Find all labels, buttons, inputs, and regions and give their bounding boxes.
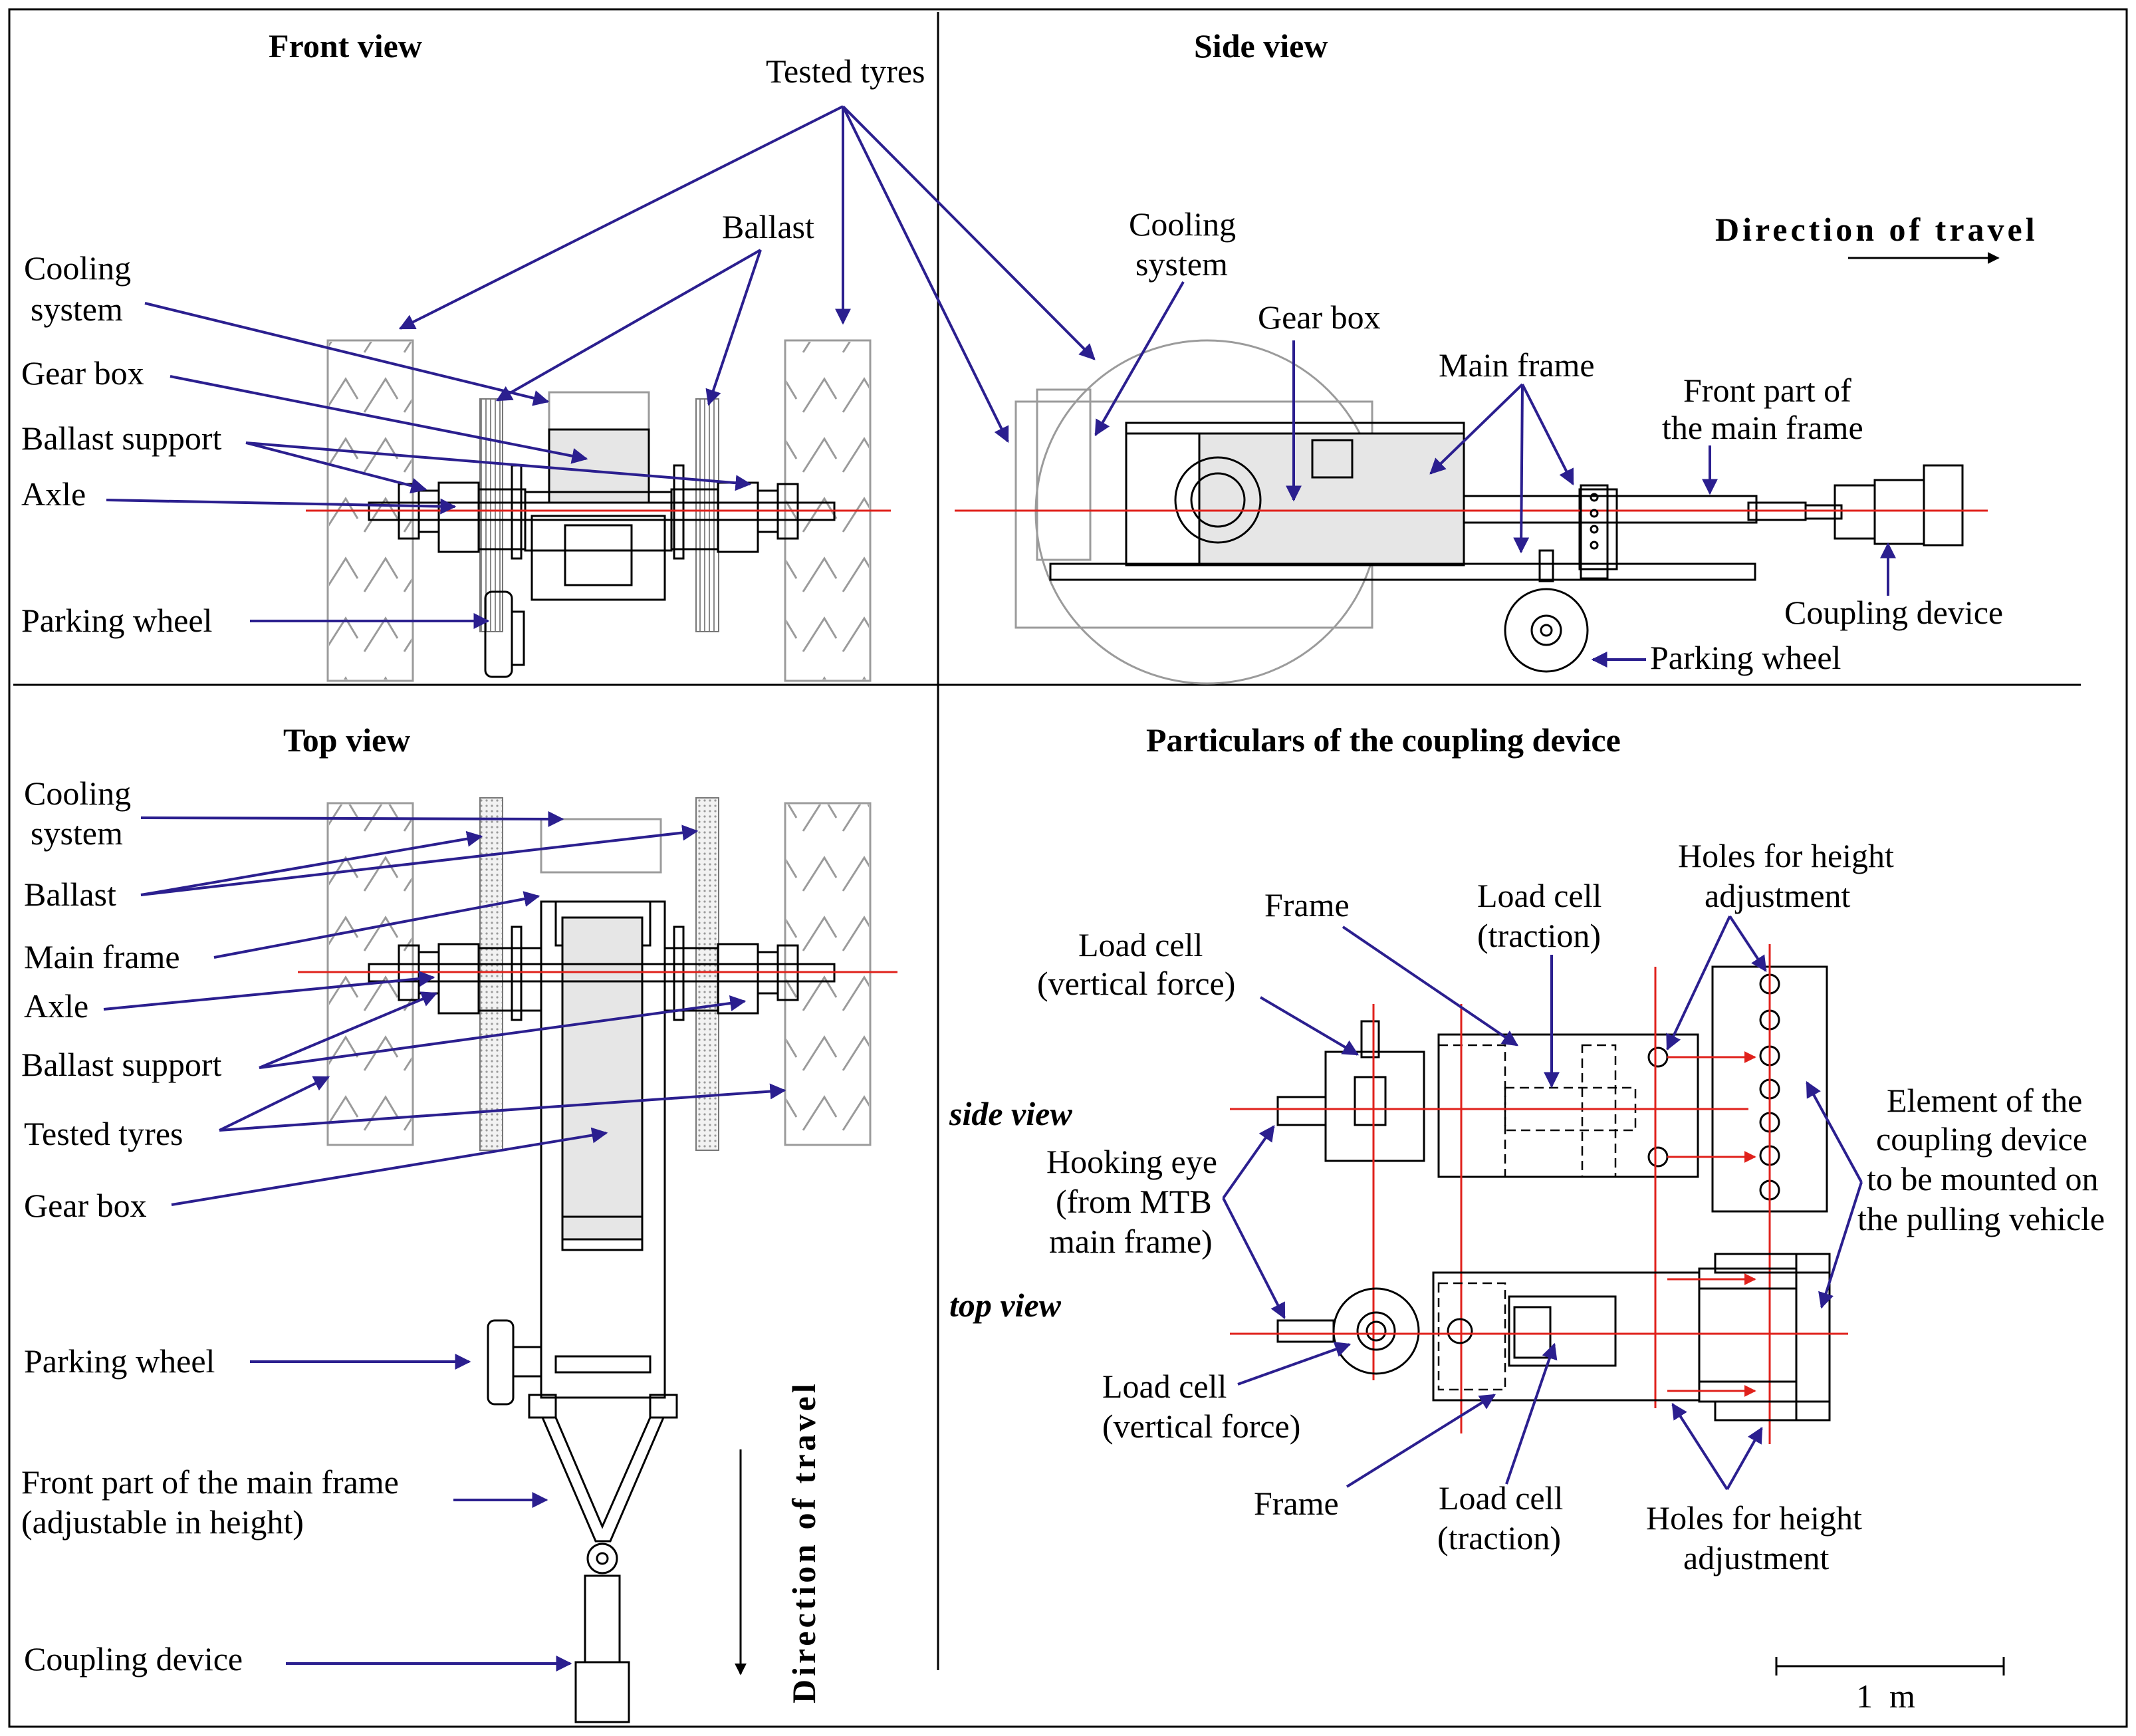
top-label-main-frame: Main frame xyxy=(24,938,180,975)
front-label-parking-wheel: Parking wheel xyxy=(21,602,212,639)
coupling-label-hooking-eye-1: Hooking eye xyxy=(1046,1143,1217,1180)
top-ballast-left xyxy=(479,797,503,1151)
side-label-cooling-2: system xyxy=(1135,245,1228,283)
coupling-side-drawing xyxy=(1230,944,1828,1444)
front-label-ballast-support: Ballast support xyxy=(21,420,221,457)
coupling-title: Particulars of the coupling device xyxy=(1146,721,1621,759)
top-label-tested-tyres: Tested tyres xyxy=(24,1115,183,1152)
top-label-coupling-device: Coupling device xyxy=(24,1640,243,1677)
front-view-title: Front view xyxy=(269,27,422,64)
top-view-tyres xyxy=(326,802,872,1146)
panel-frame xyxy=(8,8,2128,1728)
side-label-parking-wheel: Parking wheel xyxy=(1650,639,1841,676)
coupling-label-load-cell-traction-b2: (traction) xyxy=(1437,1519,1561,1556)
coupling-label-holes-top-2: adjustment xyxy=(1705,877,1851,914)
front-label-axle: Axle xyxy=(21,475,86,513)
side-parking-wheel xyxy=(1504,549,1589,673)
side-view-title: Side view xyxy=(1194,27,1328,64)
coupling-label-load-cell-vertical-2: (vertical force) xyxy=(1037,965,1235,1002)
coupling-particulars-panel: Particulars of the coupling device side … xyxy=(949,721,2105,1715)
side-label-coupling-device: Coupling device xyxy=(1784,594,2003,631)
top-label-ballast-support: Ballast support xyxy=(21,1046,221,1083)
front-label-cooling-1: Cooling xyxy=(24,249,131,287)
scale-bar-label: 1 m xyxy=(1856,1677,1915,1715)
coupling-side-view-label: side view xyxy=(949,1095,1072,1132)
top-parking-wheel xyxy=(487,1319,542,1406)
side-view-arrows xyxy=(1094,281,1896,668)
front-label-gear-box: Gear box xyxy=(21,354,144,392)
top-main-frame xyxy=(528,900,678,1723)
front-gear-box xyxy=(548,428,650,504)
top-label-gear-box: Gear box xyxy=(24,1187,147,1224)
top-cooling-system xyxy=(540,818,662,874)
front-cooling-system xyxy=(548,391,650,431)
side-front-post xyxy=(1580,484,1609,580)
top-label-parking-wheel: Parking wheel xyxy=(24,1342,215,1380)
top-label-cooling-1: Cooling xyxy=(24,775,131,812)
coupling-label-load-cell-traction-1: Load cell xyxy=(1477,877,1602,914)
side-main-body xyxy=(955,422,1988,581)
front-label-cooling-2: system xyxy=(31,291,123,328)
coupling-label-frame: Frame xyxy=(1264,886,1350,924)
side-label-front-part-2: the main frame xyxy=(1662,409,1863,446)
coupling-top-drawing xyxy=(1230,1253,1848,1422)
front-view-panel: Front view xyxy=(21,27,1096,682)
top-label-axle: Axle xyxy=(24,987,88,1025)
scale-bar: 1 m xyxy=(1775,1657,2005,1715)
coupling-label-load-cell-vertical-1: Load cell xyxy=(1078,926,1203,963)
coupling-label-hooking-eye-3: main frame) xyxy=(1049,1223,1213,1260)
coupling-label-load-cell-traction-2: (traction) xyxy=(1477,917,1601,954)
coupling-label-hooking-eye-2: (from MTB xyxy=(1056,1183,1212,1220)
side-label-gear-box: Gear box xyxy=(1258,299,1381,336)
coupling-label-load-cell-vertical-b2: (vertical force) xyxy=(1102,1408,1300,1445)
front-axle-assembly xyxy=(306,464,891,601)
side-label-cooling-1: Cooling xyxy=(1129,205,1236,243)
side-view-panel: Side view Direction of travel xyxy=(955,27,2038,685)
coupling-label-element-2: coupling device xyxy=(1876,1120,2087,1158)
coupling-label-element-1: Element of the xyxy=(1887,1082,2082,1119)
front-label-tested-tyres: Tested tyres xyxy=(766,53,925,90)
coupling-label-holes-bottom-2: adjustment xyxy=(1683,1539,1830,1576)
top-view-direction-label: Direction of travel xyxy=(785,1380,822,1703)
side-label-front-part-1: Front part of xyxy=(1683,372,1851,409)
top-label-ballast: Ballast xyxy=(24,876,116,913)
side-cooling-system xyxy=(1036,388,1092,561)
top-view-title: Top view xyxy=(283,721,410,759)
coupling-label-load-cell-vertical-b1: Load cell xyxy=(1102,1368,1227,1405)
front-label-ballast: Ballast xyxy=(722,208,814,245)
coupling-label-holes-top-1: Holes for height xyxy=(1678,837,1894,874)
coupling-label-load-cell-traction-b1: Load cell xyxy=(1439,1479,1563,1517)
front-ballast-right xyxy=(695,398,719,632)
front-view-arrows xyxy=(106,105,1096,629)
side-view-direction-label: Direction of travel xyxy=(1715,211,2038,248)
top-label-cooling-2: system xyxy=(31,814,123,852)
top-ballast-right xyxy=(695,797,719,1151)
coupling-arrows xyxy=(1222,915,1863,1491)
coupling-label-element-3: to be mounted on xyxy=(1867,1160,2099,1197)
side-label-main-frame: Main frame xyxy=(1439,346,1595,384)
top-label-front-part-1: Front part of the main frame xyxy=(21,1463,399,1501)
coupling-label-frame-b: Frame xyxy=(1254,1485,1339,1522)
top-view-arrows xyxy=(103,810,786,1672)
coupling-label-element-4: the pulling vehicle xyxy=(1857,1200,2105,1237)
top-axle-assembly xyxy=(298,926,897,1021)
coupling-top-view-label: top view xyxy=(949,1287,1062,1324)
front-ballast-left xyxy=(479,398,503,632)
top-view-panel: Top view xyxy=(21,721,897,1723)
top-label-front-part-2: (adjustable in height) xyxy=(21,1503,304,1541)
coupling-label-holes-bottom-1: Holes for height xyxy=(1646,1499,1862,1537)
